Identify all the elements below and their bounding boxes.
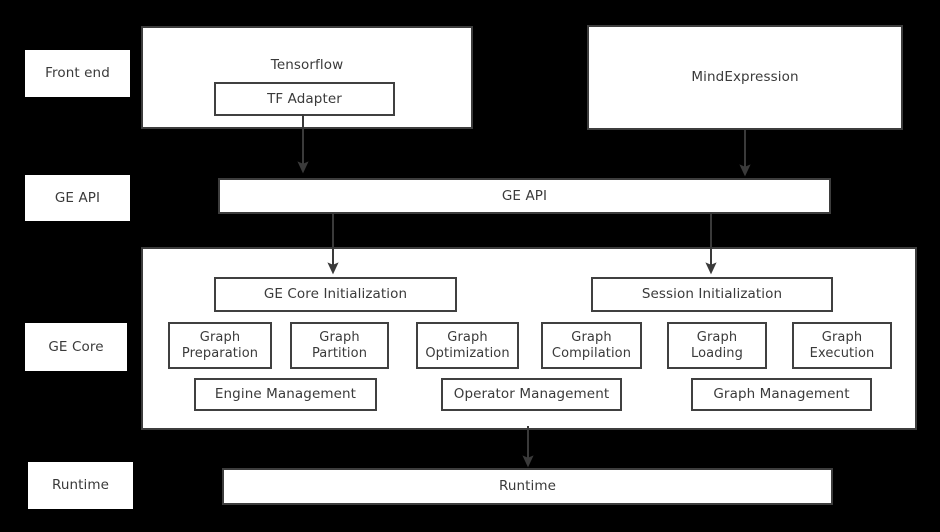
session-initialization-label: Session Initialization: [641, 286, 783, 303]
mindexpression-title: MindExpression: [691, 69, 799, 86]
graph-partition-box: Graph Partition: [290, 322, 389, 369]
graph-execution-box: Graph Execution: [792, 322, 892, 369]
tf-adapter-box: TF Adapter: [214, 82, 395, 116]
runtime-bar-label: Runtime: [498, 478, 557, 495]
layer-label-runtime-text: Runtime: [51, 477, 110, 494]
layer-label-ge-core-text: GE Core: [48, 338, 104, 355]
graph-loading-line2: Loading: [691, 345, 743, 361]
session-initialization-box: Session Initialization: [591, 277, 833, 312]
graph-preparation-line2: Preparation: [181, 345, 259, 361]
engine-management-box: Engine Management: [194, 378, 377, 411]
graph-preparation-box: Graph Preparation: [168, 322, 272, 369]
layer-label-ge-core: GE Core: [25, 323, 127, 371]
mindexpression-container: MindExpression: [587, 25, 903, 130]
ge-api-bar-label: GE API: [501, 187, 548, 204]
runtime-bar: Runtime: [222, 468, 833, 505]
ge-core-container: GE Core Initialization Session Initializ…: [141, 247, 917, 430]
layer-label-runtime: Runtime: [28, 462, 133, 509]
ge-core-initialization-box: GE Core Initialization: [214, 277, 457, 312]
tensorflow-title: Tensorflow: [270, 57, 344, 73]
operator-management-label: Operator Management: [453, 386, 610, 403]
layer-label-ge-api: GE API: [25, 175, 130, 221]
ge-core-initialization-label: GE Core Initialization: [263, 286, 408, 303]
graph-optimization-box: Graph Optimization: [416, 322, 519, 369]
graph-loading-box: Graph Loading: [667, 322, 767, 369]
graph-management-label: Graph Management: [713, 386, 850, 403]
ge-api-bar: GE API: [218, 178, 831, 214]
tensorflow-container: Tensorflow TF Adapter: [141, 26, 473, 129]
engine-management-label: Engine Management: [214, 386, 357, 403]
graph-optimization-line1: Graph: [447, 329, 488, 345]
tf-adapter-label: TF Adapter: [267, 90, 342, 107]
graph-preparation-line1: Graph: [199, 329, 241, 345]
graph-compilation-line1: Graph: [571, 329, 612, 345]
graph-partition-line2: Partition: [311, 345, 368, 361]
graph-loading-line1: Graph: [696, 329, 738, 345]
graph-compilation-line2: Compilation: [551, 345, 632, 361]
graph-management-box: Graph Management: [691, 378, 872, 411]
layer-label-front-end-text: Front end: [45, 65, 110, 82]
layer-label-front-end: Front end: [25, 50, 130, 97]
graph-execution-line1: Graph: [821, 329, 863, 345]
graph-optimization-line2: Optimization: [425, 345, 510, 361]
graph-partition-line1: Graph: [319, 329, 360, 345]
layer-label-ge-api-text: GE API: [54, 189, 101, 206]
graph-compilation-box: Graph Compilation: [541, 322, 642, 369]
graph-execution-line2: Execution: [809, 345, 875, 361]
operator-management-box: Operator Management: [441, 378, 622, 411]
